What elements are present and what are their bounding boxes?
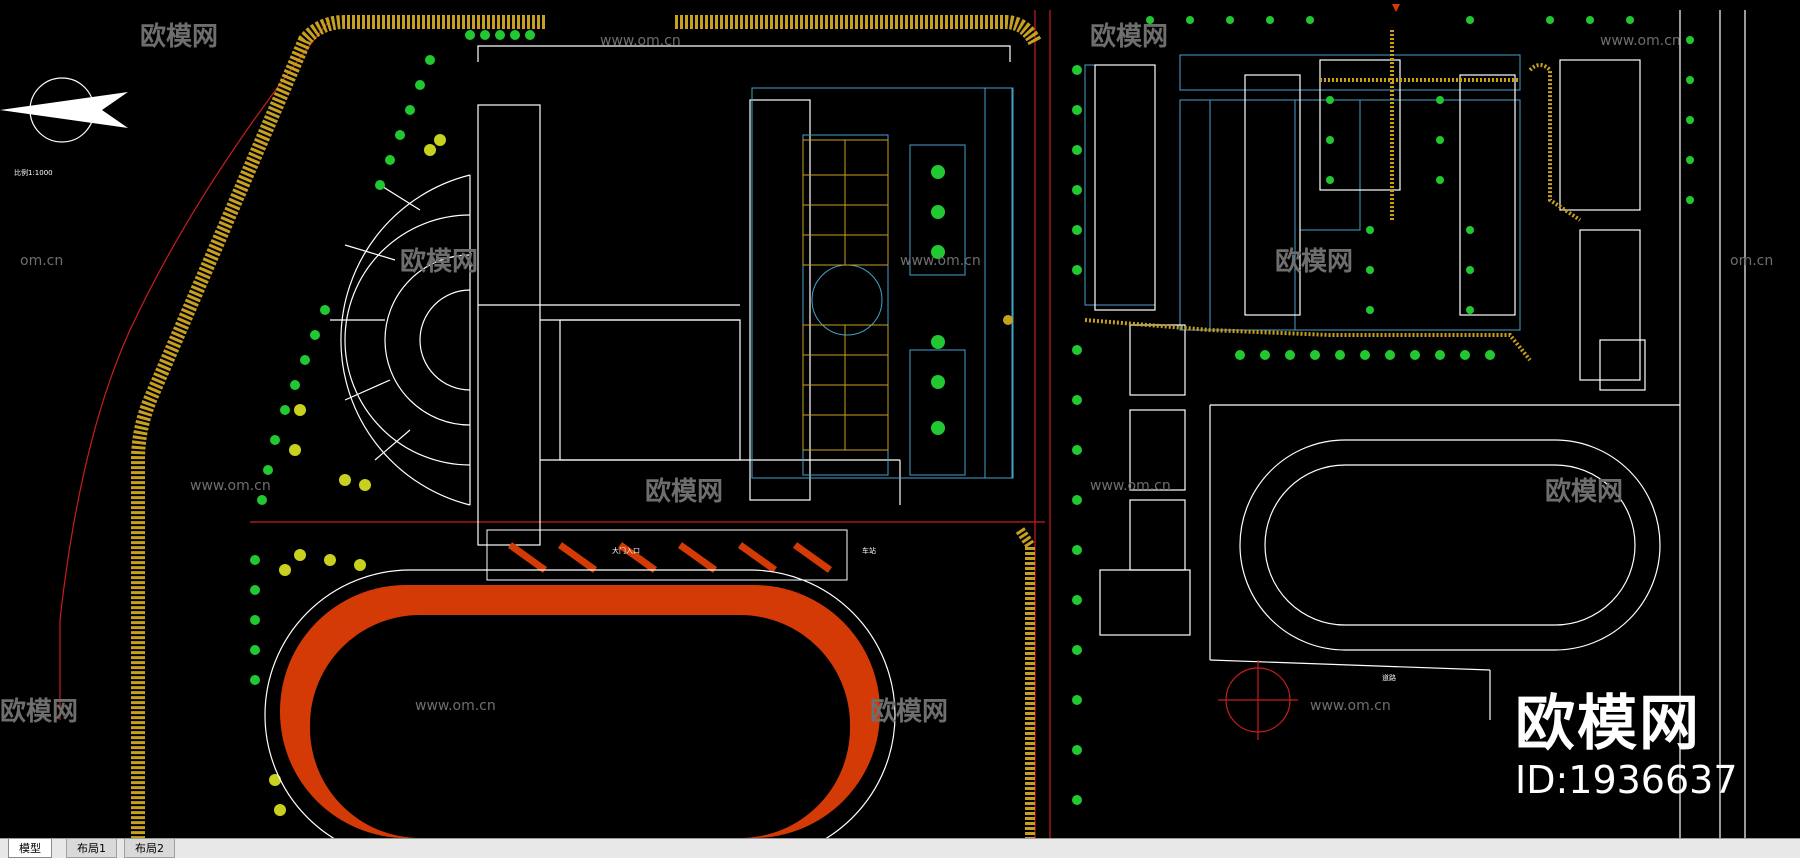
running-track-west — [264, 569, 896, 838]
parking-bay-outline — [486, 529, 848, 581]
watermark-brand: 欧模网 — [645, 476, 723, 507]
watermark-brand: 欧模网 — [400, 246, 478, 277]
courtyard-paving-grids — [802, 139, 889, 451]
perimeter-paving-path — [131, 15, 1042, 838]
tab-layout2-label: 布局2 — [135, 842, 164, 855]
station-label: 车站 — [862, 546, 876, 555]
tab-layout1-label: 布局1 — [77, 842, 106, 855]
watermark-url-short: om.cn — [1730, 253, 1773, 269]
layout-tab-bar: 模型 布局1 布局2 — [0, 838, 1800, 858]
north-marker — [1392, 4, 1400, 12]
tab-layout2[interactable]: 布局2 — [124, 839, 175, 858]
watermark-brand: 欧模网 — [1545, 476, 1623, 507]
cad-drawing-canvas[interactable]: 比例1:1000 — [0, 0, 1800, 838]
road-label: 道路 — [1382, 673, 1396, 682]
gate-label: 大门入口 — [612, 546, 640, 555]
watermark-url: www.om.cn — [1090, 478, 1171, 494]
east-tree-belt — [1146, 16, 1694, 360]
watermark-brand: 欧模网 — [870, 696, 948, 727]
tree-belt-road — [1072, 65, 1082, 805]
watermark-brand: 欧模网 — [0, 696, 78, 727]
courtyard-trees — [931, 165, 1013, 435]
watermark-brand-large: 欧模网 — [1515, 689, 1701, 759]
watermark-brand: 欧模网 — [1275, 246, 1353, 277]
tab-model[interactable]: 模型 — [8, 839, 52, 858]
watermark-stamps: 欧模网 欧模网 www.om.cn www.om.cn 欧模网 欧模网 om.c… — [0, 21, 1773, 727]
watermark-id: ID:1936637 — [1515, 758, 1738, 802]
tab-model-label: 模型 — [19, 842, 41, 855]
watermark-url: www.om.cn — [415, 698, 496, 714]
tree-belt-west — [250, 30, 535, 816]
watermark-brand: 欧模网 — [1090, 21, 1168, 52]
watermark-url-short: om.cn — [20, 253, 63, 269]
watermark-url: www.om.cn — [190, 478, 271, 494]
red-boundary-lines — [59, 10, 1051, 838]
building-outlines-cyan — [751, 54, 1521, 479]
diagonal-parking-stripes — [507, 542, 833, 573]
watermark-url: www.om.cn — [900, 253, 981, 269]
east-courtyard-paving — [1084, 30, 1582, 362]
watermark-brand: 欧模网 — [140, 21, 218, 52]
watermark-url: www.om.cn — [600, 33, 681, 49]
building-outlines-east — [1094, 10, 1746, 838]
watermark-url: www.om.cn — [1310, 698, 1391, 714]
north-arrow — [0, 77, 128, 143]
red-circle-marker — [1218, 660, 1298, 740]
tab-layout1[interactable]: 布局1 — [66, 839, 117, 858]
scale-label: 比例1:1000 — [14, 168, 53, 177]
watermark-url: www.om.cn — [1600, 33, 1681, 49]
building-outlines-west — [330, 45, 1011, 546]
